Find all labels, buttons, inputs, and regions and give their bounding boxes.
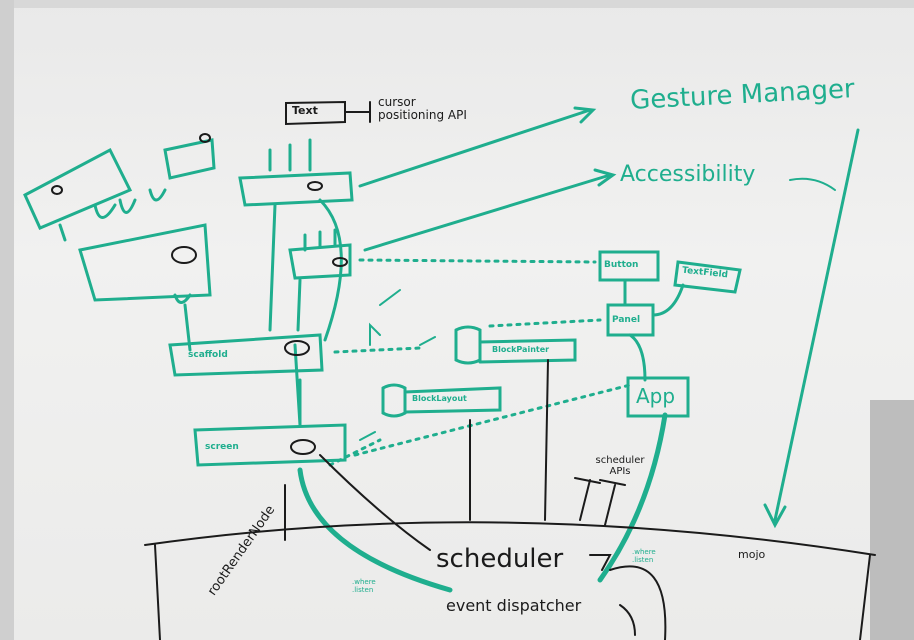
app-node-label: App (636, 384, 676, 408)
block-painter-label: BlockPainter (492, 345, 550, 354)
screen-label: screen (205, 442, 239, 452)
scaffold-label: scaffold (188, 350, 228, 360)
where-listen-right-label: .where .listen (632, 548, 656, 564)
panel-node-label: Panel (612, 315, 641, 325)
accessibility-label: Accessibility (620, 162, 756, 187)
scheduler-apis-label: scheduler APIs (595, 455, 645, 477)
button-node-label: Button (604, 260, 639, 270)
mojo-label: mojo (738, 548, 766, 561)
event-dispatcher-label: event dispatcher (446, 596, 582, 615)
text-widget-label: Text (292, 104, 318, 117)
cursor-api-label: cursor positioning API (378, 95, 467, 122)
where-listen-left-label: .where .listen (352, 578, 376, 594)
scheduler-label: scheduler (436, 544, 564, 574)
block-layout-label: BlockLayout (412, 394, 467, 403)
